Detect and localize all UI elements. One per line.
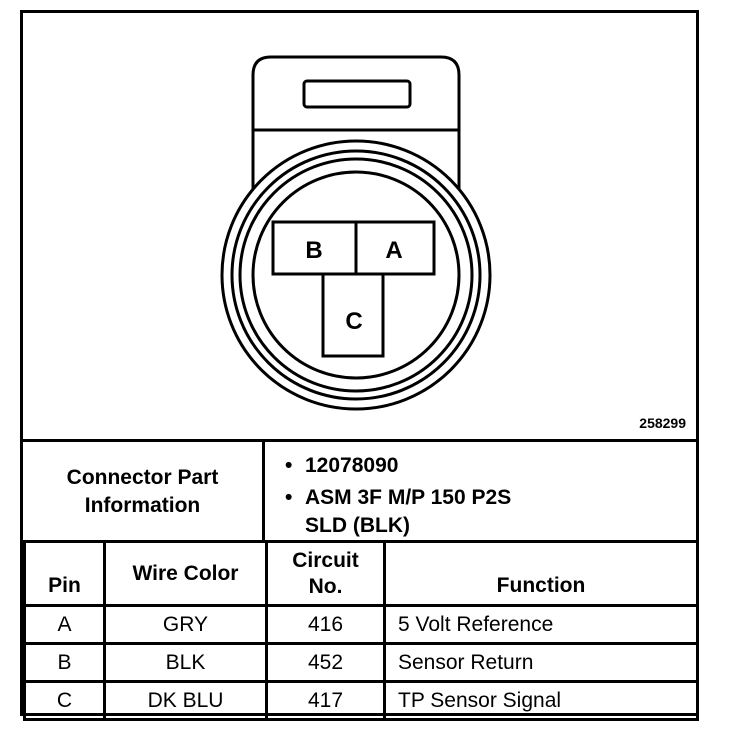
connector-description-line1: ASM 3F M/P 150 P2S [305,486,512,509]
connector-info-row: Connector Part Information • 12078090 • … [23,439,696,540]
table-row: A GRY 416 5 Volt Reference [23,604,699,645]
connector-info-item: • ASM 3F M/P 150 P2S SLD (BLK) [285,484,685,540]
connector-info-list: • 12078090 • ASM 3F M/P 150 P2S SLD (BLK… [265,442,696,540]
bullet-icon: • [285,454,293,477]
connector-info-label-line2: Information [84,494,201,517]
row-function: TP Sensor Signal [383,680,699,721]
header-circuit-no: Circuit No. [265,540,386,607]
connector-drawing: B A C [220,55,492,411]
connector-info-item: • 12078090 [285,452,685,480]
pin-label-c: C [345,308,362,335]
pin-label-b: B [305,237,322,264]
connector-housing [251,55,461,213]
pinout-table: Pin Wire Color Circuit No. Function A GR… [23,540,699,721]
row-pin: B [23,642,106,683]
row-wire-color: DK BLU [103,680,268,721]
face-ring [251,170,461,380]
row-function: 5 Volt Reference [383,604,699,645]
header-circuit-line2: No. [308,574,343,598]
header-wire-color: Wire Color [103,540,268,607]
bullet-icon: • [285,486,293,509]
table-row: B BLK 452 Sensor Return [23,642,699,683]
header-circuit-line1: Circuit [292,548,359,572]
pin-cavity-c [321,272,385,358]
pin-cavity-a [354,220,436,276]
middle-ring [230,149,482,401]
table-row: C DK BLU 417 TP Sensor Signal [23,680,699,721]
connector-diagram: B A C 258299 [23,13,696,439]
connector-description-line2: SLD (BLK) [305,514,410,537]
connector-info-label: Connector Part Information [23,442,265,540]
figure-id: 258299 [639,415,686,431]
row-circuit: 452 [265,642,386,683]
connector-info-label-line1: Connector Part [66,466,219,489]
locking-tab [302,79,412,109]
row-circuit: 417 [265,680,386,721]
row-wire-color: GRY [103,604,268,645]
part-number: 12078090 [305,454,399,477]
row-function: Sensor Return [383,642,699,683]
row-pin: C [23,680,106,721]
row-wire-color: BLK [103,642,268,683]
connector-chart-frame: B A C 258299 Connector Part Information … [20,10,699,721]
row-pin: A [23,604,106,645]
inner-ring [238,157,474,393]
row-circuit: 416 [265,604,386,645]
header-function: Function [383,540,699,607]
table-header-row: Pin Wire Color Circuit No. Function [23,540,699,607]
header-pin: Pin [23,540,106,607]
pin-label-a: A [385,237,402,264]
